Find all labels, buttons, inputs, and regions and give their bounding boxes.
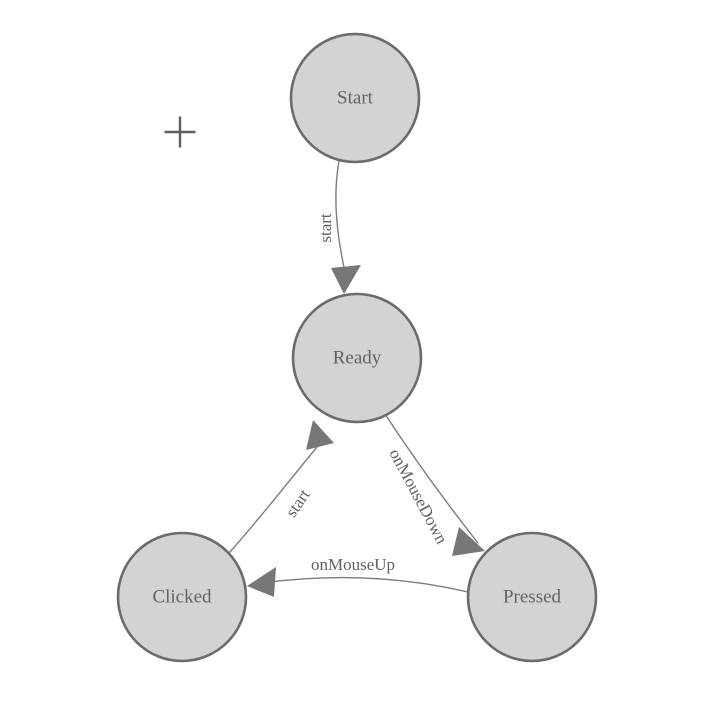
- arrowhead-pressed-to-clicked: [247, 567, 276, 597]
- crosshair-icon: [164, 116, 196, 148]
- node-circle-ready[interactable]: [291, 292, 423, 424]
- edge-ready-to-pressed[interactable]: onMouseDown: [384, 413, 485, 556]
- edge-start-to-ready[interactable]: start: [316, 160, 361, 294]
- node-label-pressed: Pressed: [503, 586, 562, 607]
- node-label-clicked: Clicked: [152, 586, 212, 607]
- node-pressed[interactable]: Pressed: [466, 531, 598, 663]
- node-clicked[interactable]: Clicked: [116, 531, 248, 663]
- node-label-start: Start: [337, 87, 374, 108]
- arrowhead-clicked-to-ready: [306, 420, 334, 450]
- arrowhead-start-to-ready: [331, 265, 361, 294]
- edge-path-clicked-to-ready[interactable]: [228, 440, 323, 554]
- node-start[interactable]: Start: [289, 32, 421, 164]
- node-label-ready: Ready: [333, 347, 382, 368]
- node-circle-clicked[interactable]: [116, 531, 248, 663]
- edge-label-start-to-ready: start: [316, 213, 335, 243]
- edge-clicked-to-ready[interactable]: start: [228, 420, 334, 554]
- node-ready[interactable]: Ready: [291, 292, 423, 424]
- edge-label-clicked-to-ready: start: [282, 485, 314, 520]
- edge-path-start-to-ready[interactable]: [335, 160, 346, 273]
- edge-path-pressed-to-clicked[interactable]: [261, 576, 469, 593]
- edge-label-pressed-to-clicked: onMouseUp: [311, 555, 395, 574]
- edge-pressed-to-clicked[interactable]: onMouseUp: [247, 555, 469, 597]
- arrowhead-ready-to-pressed: [452, 527, 485, 556]
- node-circle-pressed[interactable]: [466, 531, 598, 663]
- edge-path-ready-to-pressed[interactable]: [384, 413, 479, 544]
- node-circle-start[interactable]: [289, 32, 421, 164]
